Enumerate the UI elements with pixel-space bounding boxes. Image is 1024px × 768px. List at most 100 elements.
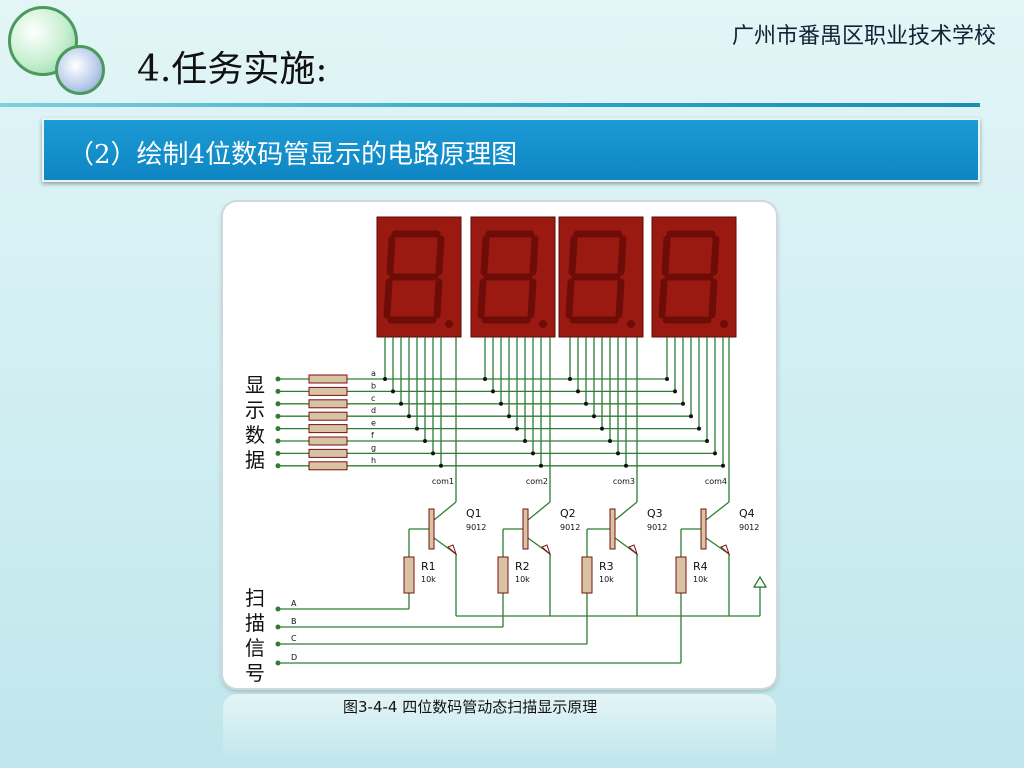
- logo-circle-small: [55, 45, 105, 95]
- display-1: [376, 216, 462, 338]
- input-node-b: [275, 388, 281, 394]
- junction-dot: [689, 414, 693, 419]
- common-label-1: com1: [432, 477, 454, 486]
- resistor-label-1: R1: [421, 560, 436, 573]
- input-node-c: [275, 401, 281, 407]
- segment-resistor-g: [308, 448, 348, 458]
- section-banner: （2）绘制4位数码管显示的电路原理图: [42, 118, 980, 182]
- junction-dot: [592, 414, 596, 419]
- segment-label-f: f: [371, 431, 374, 440]
- segment-resistor-b: [308, 386, 348, 396]
- junction-dot: [507, 414, 511, 419]
- scan-node-A: [275, 606, 281, 612]
- transistor-label-1: Q1: [466, 507, 482, 520]
- emitter-arrow: [541, 544, 552, 556]
- junction-dot: [499, 401, 503, 406]
- group-label-display-data: 据: [245, 448, 265, 472]
- transistor-base-bar: [609, 508, 616, 550]
- segment-resistor-f: [308, 436, 348, 446]
- junction-dot: [584, 401, 588, 406]
- group-label-scan-signal: 号: [245, 661, 265, 685]
- labels: abcdefghcom1Q19012R110kcom2Q29012R210kco…: [245, 369, 759, 685]
- scan-label-A: A: [291, 599, 297, 608]
- segment-resistor-h: [308, 461, 348, 471]
- transistor-label-3: Q3: [647, 507, 663, 520]
- junction-dot: [415, 426, 419, 431]
- transistor-model-4: 9012: [739, 523, 759, 532]
- transistor-label-2: Q2: [560, 507, 576, 520]
- base-resistor-3: [581, 556, 593, 594]
- junction-dot: [624, 463, 628, 468]
- transistor-base-bar: [700, 508, 707, 550]
- display-3: [558, 216, 644, 338]
- common-label-2: com2: [526, 477, 548, 486]
- wires: [278, 337, 766, 664]
- transistor-collector: [433, 501, 457, 521]
- resistor-label-3: R3: [599, 560, 614, 573]
- scan-node-C: [275, 641, 281, 647]
- resistor-value-4: 10k: [693, 575, 708, 584]
- junction-dot: [491, 389, 495, 394]
- segment-label-c: c: [371, 394, 375, 403]
- junction-dot: [608, 439, 612, 443]
- input-node-h: [275, 463, 281, 469]
- scan-node-B: [275, 624, 281, 630]
- scan-label-B: B: [291, 617, 297, 626]
- segment-resistor-a: [308, 374, 348, 384]
- junction-dot: [391, 389, 395, 394]
- junction-dot: [423, 439, 427, 443]
- junction-dot: [431, 451, 435, 456]
- transistor-emitter: [705, 537, 730, 555]
- segment-resistor-c: [308, 399, 348, 409]
- school-name: 广州市番禺区职业技术学校: [731, 24, 996, 49]
- transistor-model-2: 9012: [560, 523, 580, 532]
- transistor-collector: [614, 501, 638, 521]
- scan-node-D: [275, 660, 281, 666]
- display-2: [470, 216, 556, 338]
- junction-dot: [673, 389, 677, 394]
- transistor-collector: [705, 501, 730, 521]
- input-node-f: [275, 438, 281, 444]
- resistor-value-3: 10k: [599, 575, 614, 584]
- resistor-value-2: 10k: [515, 575, 530, 584]
- resistor-value-1: 10k: [421, 575, 436, 584]
- input-node-g: [275, 450, 281, 456]
- transistor-base-bar: [428, 508, 435, 550]
- junction-dot: [523, 439, 527, 443]
- junction-dot: [439, 463, 443, 468]
- transistor-model-1: 9012: [466, 523, 486, 532]
- header-divider: [0, 103, 980, 107]
- input-node-a: [275, 376, 281, 382]
- junction-dot: [531, 451, 535, 456]
- group-label-display-data: 示: [245, 398, 265, 422]
- displays: [376, 216, 737, 338]
- junction-dot: [515, 426, 519, 431]
- junction-dot: [600, 426, 604, 431]
- group-label-display-data: 数: [245, 423, 265, 447]
- common-label-4: com4: [705, 477, 727, 486]
- base-resistor-1: [403, 556, 415, 594]
- base-resistor-4: [675, 556, 687, 594]
- emitter-arrow: [628, 544, 639, 556]
- junction-dot: [697, 426, 701, 431]
- segment-resistor-e: [308, 424, 348, 434]
- junction-dot: [705, 439, 709, 443]
- segment-label-h: h: [371, 456, 376, 465]
- scan-label-C: C: [291, 634, 297, 643]
- segment-resistor-d: [308, 411, 348, 421]
- junction-dot: [568, 377, 572, 381]
- base-resistor-2: [497, 556, 509, 594]
- scan-label-D: D: [291, 653, 297, 662]
- segment-label-a: a: [371, 369, 376, 378]
- group-label-display-data: 显: [245, 373, 265, 397]
- transistor-label-4: Q4: [739, 507, 755, 520]
- figure-caption: 图3-4-4 四位数码管动态扫描显示原理: [343, 698, 598, 716]
- common-label-3: com3: [613, 477, 635, 486]
- group-label-scan-signal: 信: [245, 636, 265, 660]
- input-node-e: [275, 426, 281, 432]
- emitter-arrow: [720, 544, 731, 556]
- segment-label-d: d: [371, 406, 376, 415]
- junction-dot: [681, 401, 685, 406]
- junction-dot: [713, 451, 717, 456]
